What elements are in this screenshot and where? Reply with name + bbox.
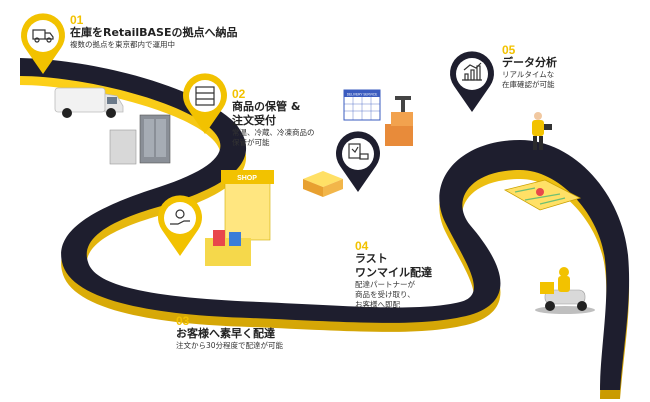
shop-stand: SHOP [221, 170, 274, 241]
warehouse-worker [532, 112, 552, 150]
step-03: 03 お客様へ素早く配達 注文から30分程度で配達が可能 [176, 315, 283, 351]
shop-sign-label: SHOP [237, 175, 257, 182]
delivery-checklist-icon [348, 143, 369, 160]
calendar-label: DELIVERY SERVICE [347, 93, 377, 97]
scooter-rider [535, 267, 595, 314]
step-04-desc-line3: お客様へ即配 [355, 300, 400, 309]
step-05-title: データ分析 [502, 56, 557, 69]
pin-01 [21, 13, 65, 74]
phone-map [503, 179, 582, 211]
pin-02 [183, 73, 227, 134]
truck-icon [32, 29, 54, 43]
shopping-bags [205, 230, 251, 266]
step-05-desc-line1: リアルタイムな [502, 70, 555, 79]
road-surface [20, 58, 630, 390]
step-04-desc-line1: 配達パートナーが [355, 280, 415, 289]
storage-rack-icon [195, 86, 215, 106]
step-03-title: お客様へ素早く配達 [176, 327, 275, 340]
analytics-chart-icon [462, 62, 482, 81]
step-03-number: 03 [176, 314, 190, 328]
step-04-desc-line2: 商品を受け取り、 [355, 290, 415, 299]
stacked-boxes [385, 96, 413, 146]
delivery-van [54, 87, 124, 118]
step-01-desc: 複数の拠点を東京都内で運用中 [70, 40, 175, 49]
step-03-desc: 注文から30分程度で配達が可能 [176, 341, 284, 350]
step-04-number: 04 [355, 239, 369, 253]
step-02-number: 02 [232, 87, 246, 101]
step-02-title-line1: 商品の保管 & [232, 100, 301, 113]
pin-03 [158, 195, 202, 256]
parcel-box [303, 171, 343, 197]
refrigerator-units [109, 114, 171, 165]
step-02-title-line2: 注文受付 [232, 114, 276, 127]
step-01-number: 01 [70, 13, 84, 27]
road-edge [20, 67, 630, 399]
pin-04 [336, 131, 380, 192]
step-05: 05 データ分析 リアルタイムな 在庫確認が可能 [502, 44, 557, 90]
step-05-number: 05 [502, 43, 516, 57]
step-02: 02 商品の保管 & 注文受付 常温、冷蔵、冷凍商品の 保管が可能 [232, 88, 315, 148]
pin-05 [450, 51, 494, 112]
step-01-title: 在庫をRetailBASEの拠点へ納品 [70, 26, 238, 39]
gear-hand-icon [170, 209, 190, 225]
step-04: 04 ラスト ワンマイル配達 配達パートナーが 商品を受け取り、 お客様へ即配 [355, 240, 432, 310]
step-04-title-line1: ラスト [355, 252, 388, 265]
step-01: 01 在庫をRetailBASEの拠点へ納品 複数の拠点を東京都内で運用中 [70, 14, 238, 50]
step-02-desc-line2: 保管が可能 [232, 138, 270, 147]
step-04-title-line2: ワンマイル配達 [355, 266, 432, 279]
step-05-desc-line2: 在庫確認が可能 [502, 80, 555, 89]
step-02-desc-line1: 常温、冷蔵、冷凍商品の [232, 128, 315, 137]
delivery-calendar: DELIVERY SERVICE [343, 89, 381, 121]
